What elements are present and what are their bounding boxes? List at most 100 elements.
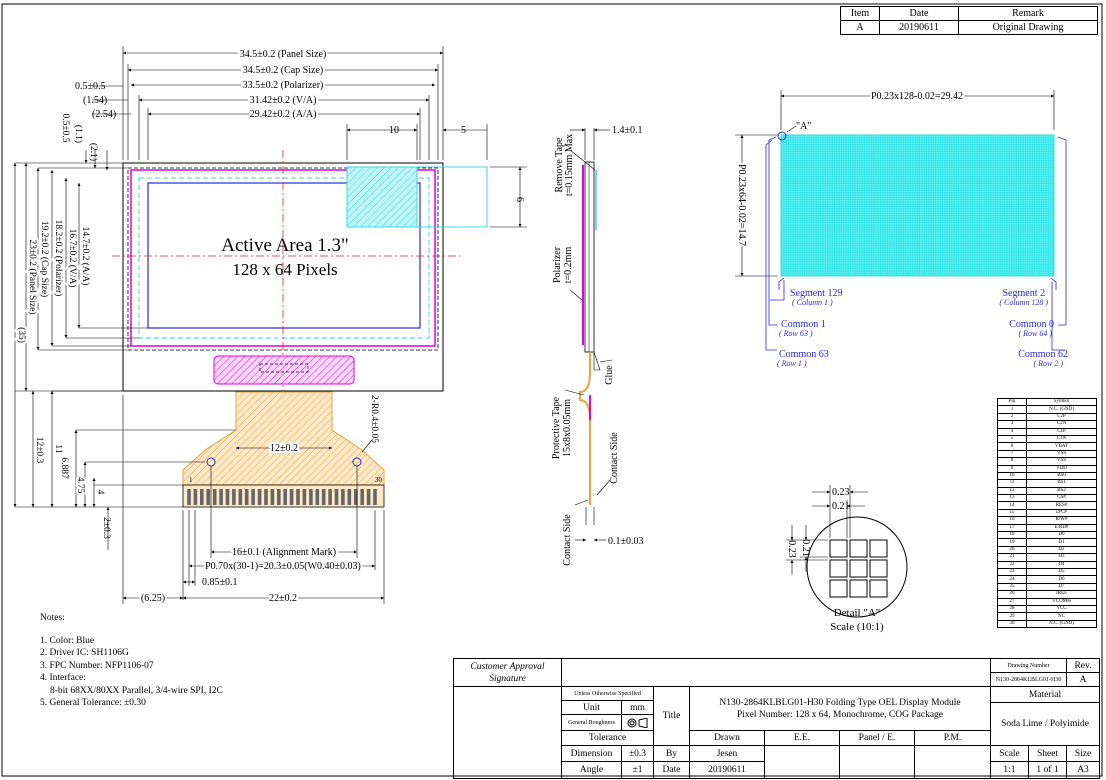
dim-left-0-5: 0.5±0.5 — [75, 81, 106, 92]
dim-22: 22±0.2 — [269, 593, 297, 604]
signature-area — [454, 687, 562, 778]
pin-symbol: VDD — [1026, 464, 1097, 473]
contact-side-label-upper: Contact Side — [609, 432, 620, 484]
side-glass — [584, 161, 595, 353]
fpc-contact-finger — [309, 489, 313, 505]
dim-v-11: 11 — [53, 444, 63, 453]
detail-h-023: 0.23 — [832, 487, 850, 498]
scale-label: Scale — [991, 746, 1029, 762]
pin-symbol: BS2 — [1026, 486, 1097, 496]
rev-header-remark: Remark — [958, 6, 1098, 21]
pin-symbol: D6 — [1026, 575, 1097, 584]
pin-symbol: CS# — [1026, 494, 1097, 503]
detail-a-title: Detail "A" — [834, 607, 881, 619]
detail-a-marker — [777, 131, 787, 141]
signature-label: Signature — [489, 673, 526, 684]
pin-number: 18 — [997, 531, 1027, 540]
drawing-number-label: Drawing Number — [991, 659, 1067, 673]
fpc-contact-finger — [315, 489, 320, 505]
pin-number: 16 — [997, 516, 1027, 525]
pin-number: 6 — [997, 442, 1027, 451]
panel-e-sign — [840, 746, 915, 778]
dim-v-0-5: 0.5±0.5 — [60, 114, 70, 143]
rev-label: Rev. — [1067, 659, 1099, 673]
revision-table: Item Date Remark A 20190611 Original Dra… — [840, 6, 1098, 35]
fpc-contact-finger — [251, 489, 255, 505]
fpc-contacts — [187, 489, 377, 505]
by-label: By — [654, 746, 690, 762]
ee-sign — [765, 746, 840, 778]
pin-number: 26 — [997, 590, 1027, 599]
common-0: Common 0 — [1009, 319, 1054, 330]
pin-symbol: E/RD# — [1026, 523, 1097, 533]
pixel-count-label: 128 x 64 Pixels — [232, 260, 337, 279]
unless-specified: Unless Otherwise Specified — [562, 687, 654, 701]
detail-a-view: 0.23 0.21 0.23 0.21 Detail "A" Scale (10… — [786, 485, 908, 633]
material-value: Soda Lime / Polyimide — [991, 703, 1099, 746]
pin-symbol: RES# — [1026, 501, 1097, 510]
pixel-width-dim: P0.23x128-0.02=29.42 — [871, 91, 963, 102]
pin-symbol: D2 — [1026, 545, 1097, 555]
dim-v-va: 16.7±0.2 (V/A) — [67, 229, 78, 288]
fpc-contact-finger — [354, 489, 358, 505]
fpc-contact-finger — [347, 489, 352, 505]
fpc-contact-finger — [238, 489, 243, 505]
fpc-contact-finger — [200, 489, 204, 505]
note-item: 1. Color: Blue — [40, 635, 95, 646]
fpc-contact-finger — [212, 489, 217, 505]
fpc-contact-finger — [283, 489, 287, 505]
pin-symbol: VCC — [1026, 604, 1097, 614]
dimension-tolerance: ±0.3 — [622, 746, 654, 762]
pin-number: 29 — [997, 612, 1027, 621]
dim-va: 31.42±0.2 (V/A) — [250, 95, 317, 106]
fpc-contact-finger — [360, 489, 364, 505]
detail-h-021: 0.21 — [832, 501, 850, 512]
dim-panel-size: 34.5±0.2 (Panel Size) — [240, 49, 327, 60]
dim-625: (6.25) — [141, 593, 165, 604]
pin-number: 1 — [997, 405, 1027, 414]
detail-a-callout: "A" — [796, 121, 811, 132]
pin-number: 2 — [997, 412, 1027, 422]
pin-header-symbol: Symbol — [1026, 397, 1097, 407]
rev-item: A — [840, 20, 880, 35]
column-128: ( Column 128 ) — [999, 298, 1048, 307]
dim-v-35: (35) — [16, 327, 27, 343]
notes-section: Notes: 1. Color: Blue 2. Driver IC: SH11… — [40, 612, 223, 710]
fpc-contact-finger — [366, 489, 371, 505]
size-label: Size — [1067, 746, 1099, 762]
dim-v-aa: 14.7±0.2 (A/A) — [80, 227, 91, 286]
pin-number: 13 — [997, 494, 1027, 503]
rev-remark: Original Drawing — [958, 20, 1098, 35]
fpc-contact-finger — [302, 489, 307, 505]
pin-symbol: D7 — [1026, 582, 1097, 592]
row-2: ( Row 2 ) — [1033, 359, 1063, 368]
polarizer-thickness: t=0.2mm — [563, 247, 574, 284]
row-63: ( Row 63 ) — [779, 329, 813, 338]
fpc-contact-finger — [206, 489, 210, 505]
dim-ten: 10 — [389, 125, 399, 136]
fpc-contact-finger — [373, 489, 377, 505]
segment-129: Segment 129 — [790, 288, 843, 299]
fpc-contact-finger — [296, 489, 300, 505]
pin-symbol: C1N — [1026, 434, 1097, 444]
fpc-contact-finger — [193, 489, 198, 505]
dim-left-1-54: (1.54) — [83, 95, 107, 106]
segment-2: Segment 2 — [1003, 288, 1046, 299]
scale-value: 1:1 — [991, 762, 1029, 778]
active-area-title: Active Area 1.3" — [221, 235, 349, 256]
glue-label: Glue — [604, 365, 615, 385]
dim-v-2: 2±0.3 — [101, 517, 111, 539]
